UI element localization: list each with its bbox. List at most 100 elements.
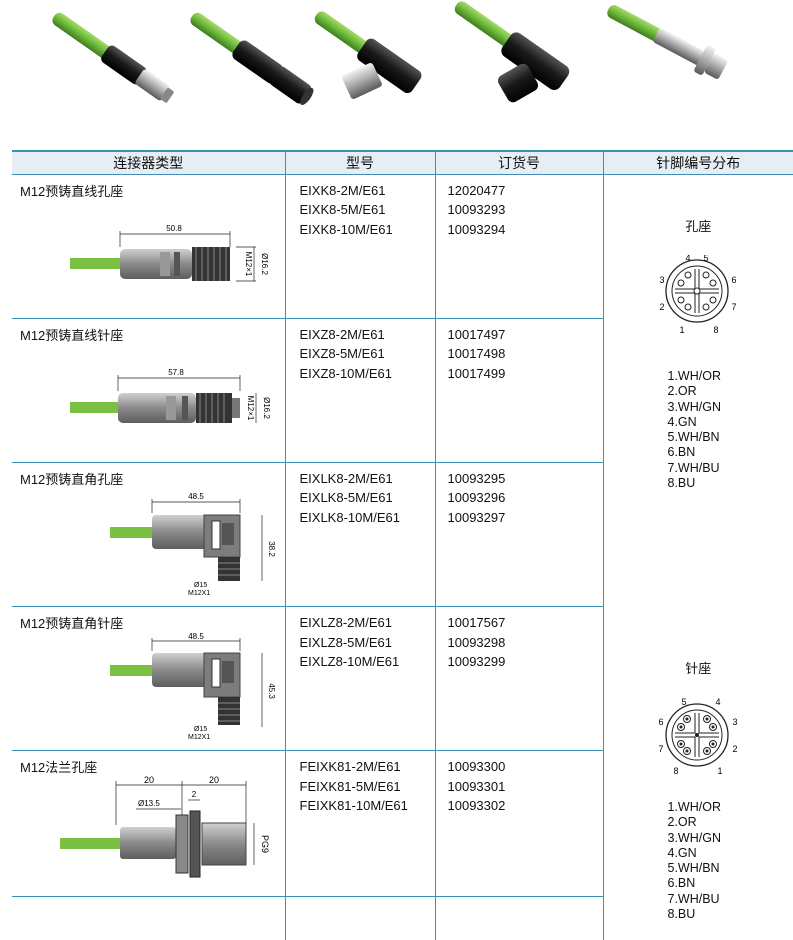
model-number: FEIXK81-10M/E61 bbox=[300, 796, 435, 815]
pin-number: 3 bbox=[659, 275, 664, 285]
drawing-angled-female: 48.5 38.2 Ø15 M12X1 bbox=[16, 487, 276, 599]
dim-diameter: Ø15 bbox=[194, 726, 207, 733]
wire-color: 8.BU bbox=[668, 476, 721, 491]
model-number: EIXLZ8-10M/E61 bbox=[300, 652, 435, 671]
wire-color: 7.WH/BU bbox=[668, 892, 721, 907]
wire-color: 1.WH/OR bbox=[668, 369, 721, 384]
table-row: M12预铸直线孔座 50.8 bbox=[12, 175, 793, 319]
photo-angled-male bbox=[305, 0, 455, 125]
spec-table: 连接器类型 型号 订货号 针脚编号分布 M12预铸直线孔座 bbox=[12, 150, 793, 940]
pin-number: 2 bbox=[732, 744, 737, 754]
order-number: 10093297 bbox=[448, 508, 603, 527]
col-header-model: 型号 bbox=[285, 151, 435, 175]
model-list: FEIXK81-2M/E61 FEIXK81-5M/E61 FEIXK81-10… bbox=[286, 751, 435, 815]
model-number: EIXLK8-10M/E61 bbox=[300, 508, 435, 527]
wire-color: 6.BN bbox=[668, 876, 721, 891]
pin-number: 6 bbox=[658, 717, 663, 727]
pinout-male-wire-list: 1.WH/OR 2.OR 3.WH/GN 4.GN 5.WH/BN 6.BN 7… bbox=[668, 800, 721, 922]
dim-thickness: 2 bbox=[192, 790, 197, 799]
wire-color: 2.OR bbox=[668, 384, 721, 399]
pin-number: 7 bbox=[658, 744, 663, 754]
model-number: FEIXK81-5M/E61 bbox=[300, 777, 435, 796]
order-number: 10093294 bbox=[448, 220, 603, 239]
model-list: EIXLZ8-2M/E61 EIXLZ8-5M/E61 EIXLZ8-10M/E… bbox=[286, 607, 435, 671]
connector-type-label: M12预铸直角针座 bbox=[12, 607, 285, 631]
model-list: EIXLK8-2M/E61 EIXLK8-5M/E61 EIXLK8-10M/E… bbox=[286, 463, 435, 527]
pinout-female-title: 孔座 bbox=[604, 216, 793, 235]
dim-length: 48.5 bbox=[188, 492, 204, 501]
pin-number: 8 bbox=[713, 325, 718, 335]
pin-number: 1 bbox=[717, 766, 722, 776]
pin-layout-cell: 孔座 4 5 3 6 2 bbox=[603, 175, 793, 940]
wire-color: 2.OR bbox=[668, 815, 721, 830]
model-number: EIXLZ8-5M/E61 bbox=[300, 633, 435, 652]
col-header-connector-type: 连接器类型 bbox=[12, 151, 285, 175]
wire-color: 5.WH/BN bbox=[668, 430, 721, 445]
model-number: EIXZ8-5M/E61 bbox=[300, 344, 435, 363]
dim-diameter: Ø16.2 bbox=[260, 253, 269, 275]
model-number: EIXK8-10M/E61 bbox=[300, 220, 435, 239]
pinout-male-diagram: 5 4 6 3 7 2 8 1 bbox=[654, 697, 744, 777]
order-number: 10017498 bbox=[448, 344, 603, 363]
photo-angled-female bbox=[445, 0, 595, 125]
model-number: EIXZ8-10M/E61 bbox=[300, 364, 435, 383]
dim-left-length: 20 bbox=[144, 775, 154, 785]
order-number: 10093298 bbox=[448, 633, 603, 652]
col-header-order-number: 订货号 bbox=[435, 151, 603, 175]
pin-number: 2 bbox=[659, 302, 664, 312]
dim-diameter: Ø16.2 bbox=[262, 397, 271, 419]
dim-height: 38.2 bbox=[267, 541, 276, 557]
connector-type-label: M12预铸直线针座 bbox=[12, 319, 285, 343]
order-number: 10093293 bbox=[448, 200, 603, 219]
dim-thread: M12X1 bbox=[188, 734, 210, 741]
model-number: EIXZ8-2M/E61 bbox=[300, 325, 435, 344]
order-list: 10017567 10093298 10093299 bbox=[436, 607, 603, 671]
order-number: 10093299 bbox=[448, 652, 603, 671]
table-header-row: 连接器类型 型号 订货号 针脚编号分布 bbox=[12, 151, 793, 175]
wire-color: 6.BN bbox=[668, 445, 721, 460]
photo-flange-female bbox=[600, 0, 750, 125]
dim-length: 57.8 bbox=[168, 368, 184, 377]
empty-cell bbox=[12, 897, 285, 940]
order-list: 10093300 10093301 10093302 bbox=[436, 751, 603, 815]
pin-number: 3 bbox=[732, 717, 737, 727]
dim-length: 50.8 bbox=[166, 224, 182, 233]
col-header-pin-layout: 针脚编号分布 bbox=[603, 151, 793, 175]
order-list: 12020477 10093293 10093294 bbox=[436, 175, 603, 239]
connector-type-label: M12法兰孔座 bbox=[12, 751, 285, 775]
model-number: EIXK8-2M/E61 bbox=[300, 181, 435, 200]
order-number: 10017567 bbox=[448, 613, 603, 632]
order-number: 10017499 bbox=[448, 364, 603, 383]
model-list: EIXZ8-2M/E61 EIXZ8-5M/E61 EIXZ8-10M/E61 bbox=[286, 319, 435, 383]
pinout-female-diagram: 4 5 3 6 2 7 1 8 bbox=[654, 255, 744, 335]
pin-number: 8 bbox=[673, 766, 678, 776]
drawing-flange-female: 20 20 Ø13.5 2 PG9 bbox=[16, 775, 276, 889]
wire-color: 1.WH/OR bbox=[668, 800, 721, 815]
order-number: 10017497 bbox=[448, 325, 603, 344]
model-number: EIXK8-5M/E61 bbox=[300, 200, 435, 219]
order-number: 10093296 bbox=[448, 488, 603, 507]
dim-thread: M12×1 bbox=[244, 252, 253, 277]
photo-straight-male bbox=[40, 0, 190, 125]
drawing-straight-female: 50.8 Ø16.2 M12×1 bbox=[16, 199, 276, 309]
order-list: 10017497 10017498 10017499 bbox=[436, 319, 603, 383]
order-list: 10093295 10093296 10093297 bbox=[436, 463, 603, 527]
order-number: 10093300 bbox=[448, 757, 603, 776]
wire-color: 3.WH/GN bbox=[668, 400, 721, 415]
model-list: EIXK8-2M/E61 EIXK8-5M/E61 EIXK8-10M/E61 bbox=[286, 175, 435, 239]
order-number: 10093301 bbox=[448, 777, 603, 796]
model-number: EIXLK8-5M/E61 bbox=[300, 488, 435, 507]
dim-diameter: Ø15 bbox=[194, 582, 207, 589]
drawing-straight-male: 57.8 Ø16.2 M12×1 bbox=[16, 343, 276, 453]
wire-color: 5.WH/BN bbox=[668, 861, 721, 876]
dim-thread: PG9 bbox=[260, 835, 270, 853]
pin-number: 6 bbox=[731, 275, 736, 285]
drawing-angled-male: 48.5 45.3 Ø15 M12X1 bbox=[16, 631, 276, 743]
pin-number: 4 bbox=[715, 697, 720, 707]
order-number: 12020477 bbox=[448, 181, 603, 200]
order-number: 10093302 bbox=[448, 796, 603, 815]
connector-type-label: M12预铸直角孔座 bbox=[12, 463, 285, 487]
dim-length: 48.5 bbox=[188, 632, 204, 641]
dim-thread: M12X1 bbox=[188, 590, 210, 597]
pin-number: 1 bbox=[679, 325, 684, 335]
